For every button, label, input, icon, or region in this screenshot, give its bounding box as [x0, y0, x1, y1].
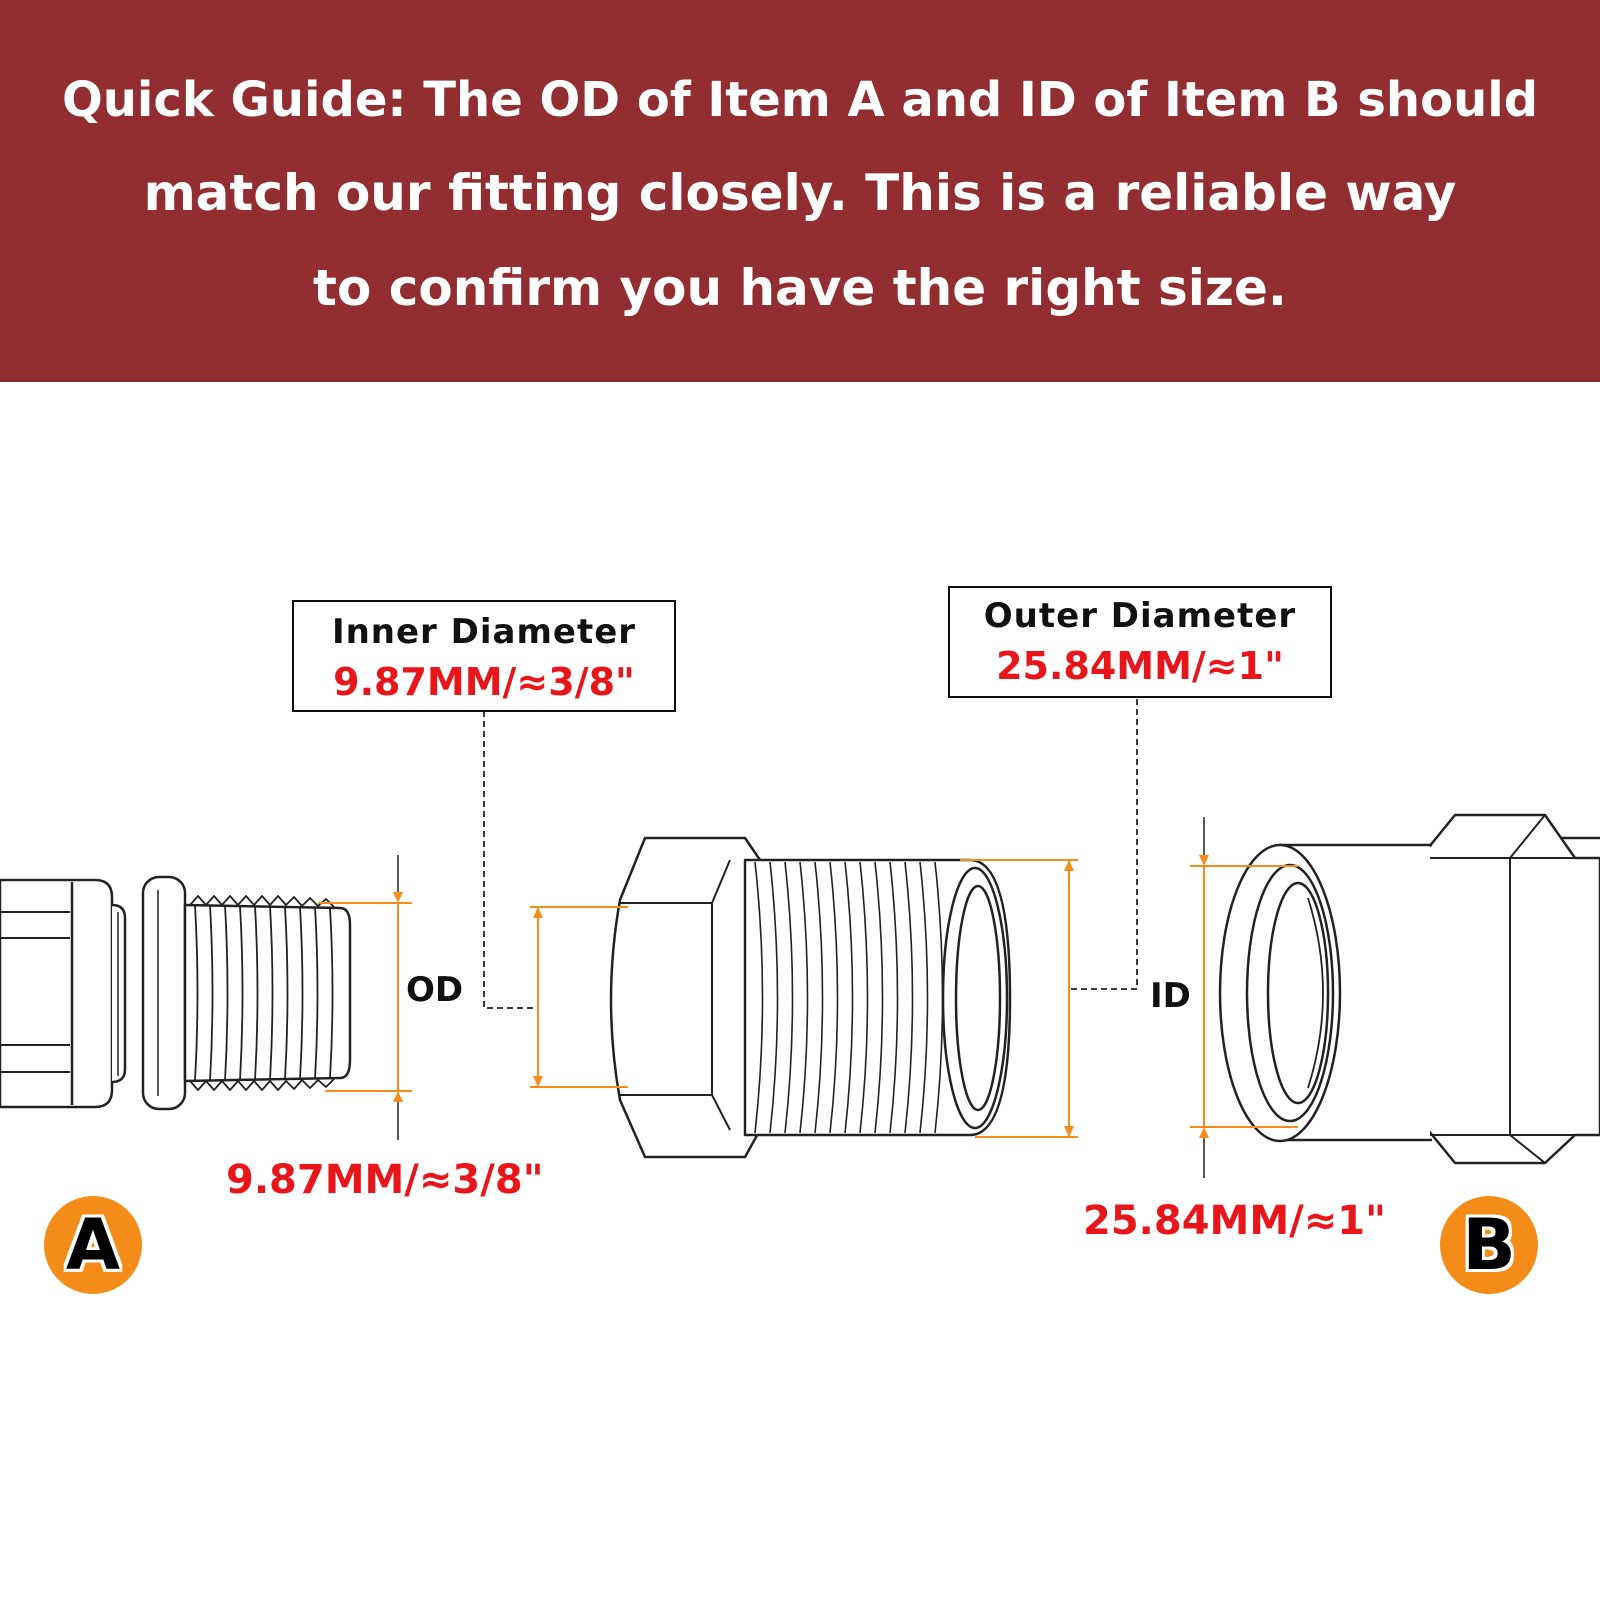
inner-diameter-callout: Inner Diameter 9.87MM/≈3/8" [292, 600, 676, 712]
banner-line-1: Quick Guide: The OD of Item A and ID of … [61, 72, 1539, 128]
banner-line-2: match our fitting closely. This is a rel… [143, 164, 1457, 222]
item-a-badge-letter: A [65, 1204, 121, 1286]
item-a-drawing [0, 875, 352, 1111]
item-a-od-value: 9.87MM/≈3/8" [226, 1157, 544, 1203]
center-fitting-threads [754, 861, 944, 1134]
item-a-od-label: OD [406, 970, 464, 1010]
outer-diameter-value: 25.84MM/≈1" [996, 644, 1284, 688]
center-fitting-drawing [609, 836, 1012, 1159]
item-a-badge: A [44, 1196, 142, 1294]
outer-diameter-title: Outer Diameter [983, 596, 1297, 636]
outer-diameter-callout: Outer Diameter 25.84MM/≈1" [948, 586, 1332, 698]
leader-lines [483, 699, 1138, 1009]
item-b-drawing [1218, 813, 1600, 1165]
dimension-lines [318, 817, 1298, 1178]
header-banner: Quick Guide: The OD of Item A and ID of … [0, 0, 1600, 382]
item-b-badge-letter: B [1462, 1204, 1516, 1286]
item-b-badge: B [1440, 1196, 1538, 1294]
item-b-id-value: 25.84MM/≈1" [1083, 1198, 1386, 1244]
inner-diameter-value: 9.87MM/≈3/8" [333, 660, 635, 704]
item-a-threads [189, 895, 335, 1091]
inner-diameter-title: Inner Diameter [331, 612, 637, 652]
banner-line-3: to confirm you have the right size. [313, 259, 1287, 317]
item-b-id-label: ID [1150, 976, 1191, 1016]
